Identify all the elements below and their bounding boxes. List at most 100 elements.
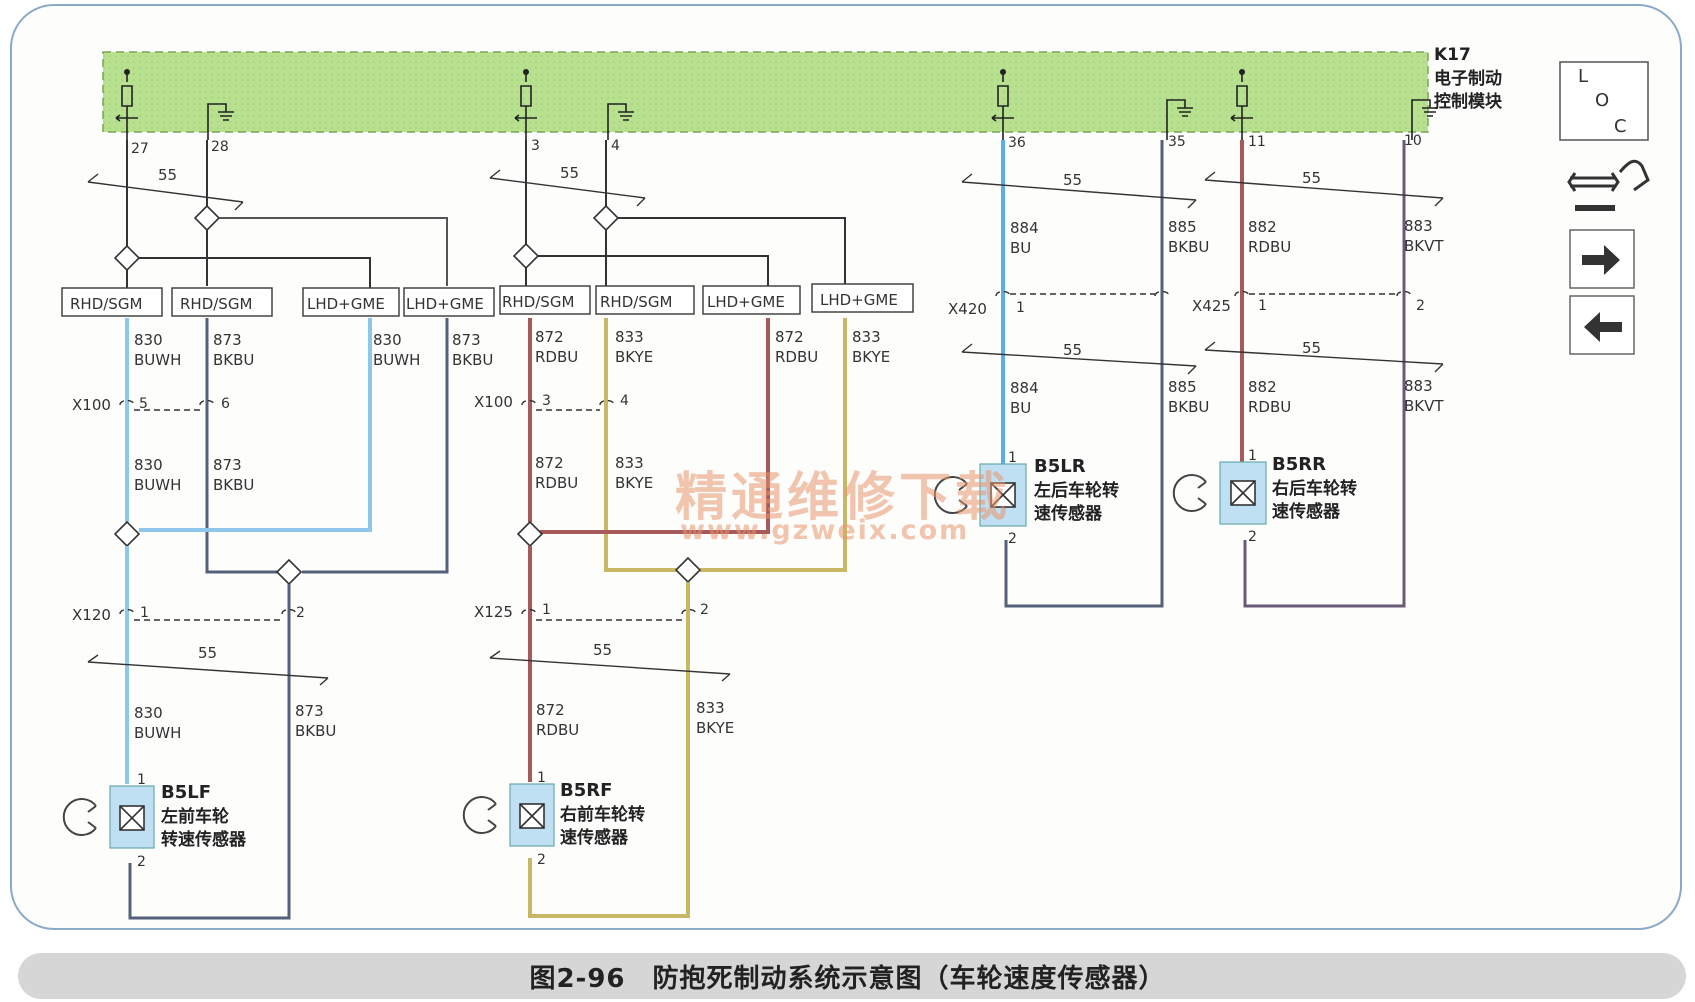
wire-color: BKYE [696, 719, 734, 737]
sensor-id: B5LR [1034, 456, 1086, 477]
connector-label: X425 [1192, 297, 1231, 315]
shield-label: 55 [1302, 169, 1321, 187]
wire-color: BU [1010, 239, 1031, 257]
connector-pin: 1 [140, 605, 149, 621]
svg-text:RHD/SGM: RHD/SGM [180, 295, 252, 313]
svg-text:RHD/SGM: RHD/SGM [70, 295, 142, 313]
shield-label: 55 [1063, 341, 1082, 359]
tone-wheel-icon [462, 796, 497, 834]
wire-color: RDBU [536, 721, 579, 739]
connector-pin: 2 [137, 854, 146, 870]
sensor-name: 左后车轮转 [1034, 480, 1119, 501]
sensor-name: 转速传感器 [161, 829, 247, 850]
wire-color: BUWH [134, 476, 181, 494]
arrow-right-button[interactable] [1569, 229, 1635, 289]
power-icon [115, 72, 1253, 140]
wire-num: 885 [1168, 218, 1197, 236]
pin-11: 11 [1248, 134, 1266, 150]
sensor-b5lr [933, 463, 1027, 527]
wire-num: 830 [134, 704, 163, 722]
connector-pin: 1 [542, 602, 551, 618]
wire-num: 882 [1248, 378, 1277, 396]
connector-pin: 1 [1248, 448, 1257, 464]
wire-color: RDBU [535, 474, 578, 492]
wire-color: BKBU [452, 351, 493, 369]
svg-text:LHD+GME: LHD+GME [707, 293, 785, 311]
pin-3: 3 [531, 138, 540, 154]
connector-label: X120 [72, 606, 111, 624]
tone-wheel-icon [1172, 474, 1207, 512]
wire-color: BKVT [1404, 237, 1444, 255]
wire-num: 872 [536, 701, 565, 719]
wire-num: 833 [696, 699, 725, 717]
wire-color: BKVT [1404, 397, 1444, 415]
shield-label: 55 [593, 641, 612, 659]
wire-num: 883 [1404, 217, 1433, 235]
module-k17-box [102, 51, 1429, 133]
wire-color: BUWH [373, 351, 420, 369]
loc-l: L [1578, 66, 1588, 87]
pin-27: 27 [131, 141, 149, 157]
wire-color: BKBU [1168, 238, 1209, 256]
wire-num: 873 [213, 456, 242, 474]
shield-label: 55 [198, 644, 217, 662]
wire-color: BKBU [1168, 398, 1209, 416]
pin-4: 4 [611, 138, 620, 154]
pin-28: 28 [211, 139, 229, 155]
wire-num: 884 [1010, 379, 1039, 397]
sensor-name: 速传感器 [1272, 501, 1341, 522]
caption-bar [18, 953, 1686, 999]
svg-text:LHD+GME: LHD+GME [307, 295, 385, 313]
connector-pin: 5 [139, 396, 148, 412]
loc-o: O [1595, 90, 1609, 111]
watermark-url: www.gzweix.com [680, 515, 970, 546]
connector-pin: 2 [1008, 531, 1017, 547]
wire-num: 830 [134, 331, 163, 349]
sensor-b5lf [62, 785, 155, 849]
shield-label: 55 [1063, 171, 1082, 189]
pin-10: 10 [1404, 133, 1422, 149]
connector-pin: 6 [221, 396, 230, 412]
sensor-id: B5RF [560, 780, 612, 801]
connector-pin: 4 [620, 393, 629, 409]
svg-text:LHD+GME: LHD+GME [820, 291, 898, 309]
pin-36: 36 [1008, 135, 1026, 151]
wire-color: RDBU [1248, 398, 1291, 416]
connector-pin: 1 [137, 772, 146, 788]
wire-num: 873 [452, 331, 481, 349]
sensor-id: B5LF [161, 782, 211, 803]
wire-color: BKYE [615, 474, 653, 492]
wire-color: BKYE [615, 348, 653, 366]
figure-caption: 图2-96 防抱死制动系统示意图（车轮速度传感器） [529, 964, 1166, 994]
wire-num: 830 [134, 456, 163, 474]
sensor-name: 速传感器 [1034, 503, 1103, 524]
arrow-right-icon [1582, 245, 1620, 275]
wire-num: 885 [1168, 378, 1197, 396]
wire-num: 833 [852, 328, 881, 346]
arrow-left-icon [1584, 312, 1622, 342]
watermark-text: 精通维修下载 [675, 468, 1012, 528]
connector-label: X125 [474, 603, 513, 621]
wire-color: BUWH [134, 351, 181, 369]
wire-num: 833 [615, 454, 644, 472]
connector-pin: 1 [537, 770, 546, 786]
wire-num: 872 [775, 328, 804, 346]
sensor-name: 右后车轮转 [1272, 478, 1357, 499]
shield-label: 55 [1302, 339, 1321, 357]
wire-color: RDBU [1248, 238, 1291, 256]
arrow-left-button[interactable] [1569, 295, 1635, 355]
wire-color: BU [1010, 399, 1031, 417]
pull-icon[interactable] [1567, 159, 1650, 211]
module-id: K17 [1434, 45, 1471, 65]
wire-color: BUWH [134, 724, 181, 742]
wire-num: 873 [213, 331, 242, 349]
svg-text:LHD+GME: LHD+GME [406, 295, 484, 313]
option-box: RHD/SGM RHD/SGM LHD+GME LHD+GME [61, 287, 495, 317]
sensor-b5rr [1172, 461, 1267, 525]
tone-wheel-icon [933, 476, 968, 514]
wire-num: 830 [373, 331, 402, 349]
connector-pin: 2 [537, 852, 546, 868]
loc-box [1559, 61, 1649, 141]
shield-label: 55 [158, 166, 177, 184]
